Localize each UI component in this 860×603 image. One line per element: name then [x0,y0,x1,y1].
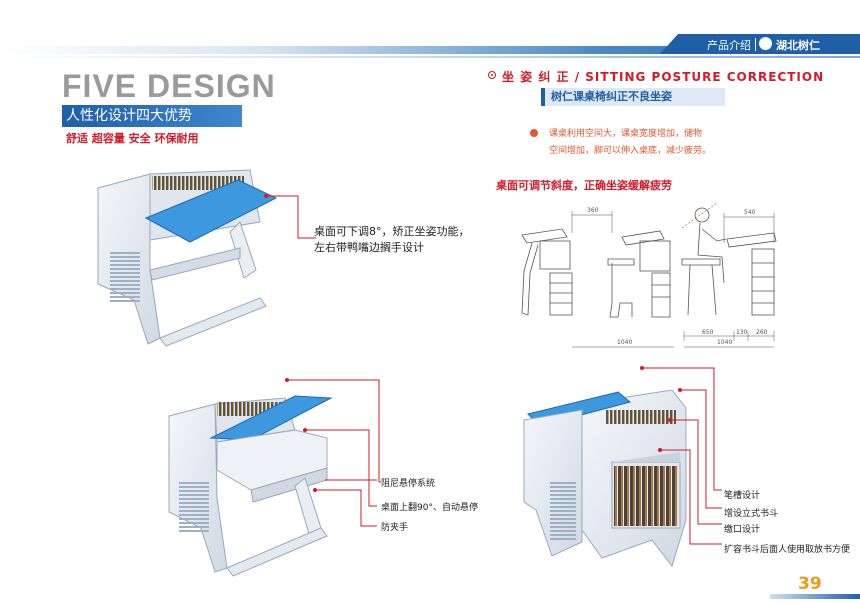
tilt-callout: 桌面可调节斜度，正确坐姿缓解疲劳 [496,179,672,192]
callout-lines-3 [640,366,722,545]
callout-lines-2 [285,378,381,527]
dim-540: 540 [744,209,756,216]
page-title: FIVE DESIGN [62,68,276,104]
desk-tilt-annotation: 桌面可下调8°，矫正坐姿功能， 左右带鸭嘴边搁手设计 [314,224,470,256]
header-divider [755,38,756,51]
desk-illustration-open [168,395,333,577]
desc-line-1: 课桌利用空间大，课桌宽度增加，储物 [549,129,703,139]
rear-access-label: 扩容书斗后面人使用取放书方便 [724,545,851,555]
section-heading: 坐 姿 纠 正 / SITTING POSTURE CORRECTION [502,70,825,84]
header-band [0,46,860,54]
damper-label: 阻尼悬停系统 [381,479,436,489]
header-brand: 湖北树仁 [776,39,820,52]
dim-1040-right: 1040 [717,339,732,346]
flip-label: 桌面上翻90°、自动悬停 [381,503,478,513]
desk-illustration-bookshelf [523,389,687,568]
subtitle-banner: 人性化设计四大优势 [62,105,242,127]
target-icon [488,71,496,79]
desc-line-2: 空间增加，脚可以伸入桌底，减少疲劳。 [549,146,712,156]
header-line [0,56,860,58]
pen-groove-label: 笔槽设计 [724,491,761,501]
header-section: 产品介绍 [707,39,751,52]
footer-bar [770,594,860,599]
recess-label: 缴口设计 [724,525,761,535]
annotation-line-1: 桌面可下调8°，矫正坐姿功能， [314,225,470,238]
dim-130: 130 [736,329,748,336]
dim-260: 260 [756,329,768,336]
bookshelf-label: 增设立式书斗 [724,509,779,519]
brand-logo-icon [759,37,772,50]
dim-650: 650 [702,329,714,336]
annotation-line-2: 左右带鸭嘴边搁手设计 [314,241,424,254]
section-subheading: 树仁课桌椅纠正不良坐姿 [541,88,725,106]
page-number: 39 [798,574,822,594]
desk-illustration-tilt [97,169,278,347]
dim-360: 360 [587,207,599,214]
callout-line-1 [264,194,316,239]
posture-diagram: 360 540 [521,202,777,348]
bullet-dot-icon [530,129,538,137]
dim-1040-left: 1040 [617,339,632,346]
anti-pinch-label: 防夹手 [381,523,409,533]
posture-description: 课桌利用空间大，课桌宽度增加，储物 空间增加，脚可以伸入桌底，减少疲劳。 [549,126,711,160]
feature-list: 舒适 超容量 安全 环保耐用 [66,132,199,145]
